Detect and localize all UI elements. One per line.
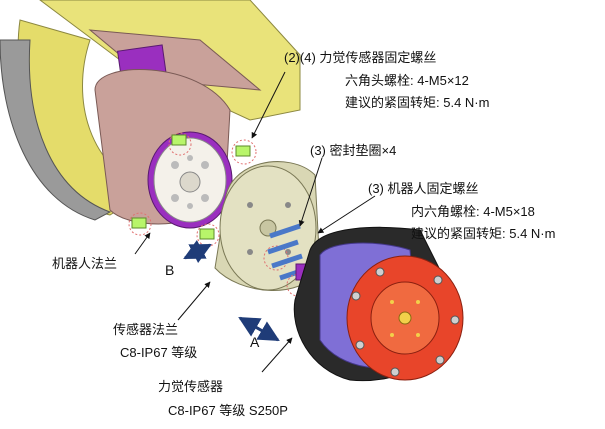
force-sensor-screw-title: (2)(4) 力觉传感器固定螺丝 — [284, 50, 437, 65]
robot-screw-title: (3) 机器人固定螺丝 — [368, 181, 479, 196]
robot-flange-label: 机器人法兰 — [52, 256, 118, 271]
sensor-flange-title: 传感器法兰 — [113, 322, 179, 337]
direction-label-b: B — [165, 262, 175, 278]
force-sensor-screw-torque: 建议的紧固转矩: 5.4 N·m — [345, 95, 490, 110]
robot-screws — [128, 132, 257, 247]
force-sensor-screw-spec: 六角头螺栓: 4-M5×12 — [345, 73, 469, 88]
robot-arm — [0, 0, 301, 221]
robot-screw-torque: 建议的紧固转矩: 5.4 N·m — [411, 226, 556, 241]
force-sensor-grade: C8-IP67 等级 S250P — [168, 403, 288, 418]
leader-lines — [134, 71, 376, 373]
robot-joint — [94, 69, 233, 229]
force-sensor-title: 力觉传感器 — [158, 379, 224, 394]
direction-arrows — [183, 239, 280, 342]
force-sensor — [293, 226, 464, 382]
seal-washer-label: (3) 密封垫圈×4 — [310, 143, 397, 158]
robot-screw-spec: 内六角螺栓: 4-M5×18 — [411, 204, 535, 219]
direction-label-a: A — [250, 334, 260, 350]
sensor-flange-grade: C8-IP67 等级 — [120, 345, 198, 360]
